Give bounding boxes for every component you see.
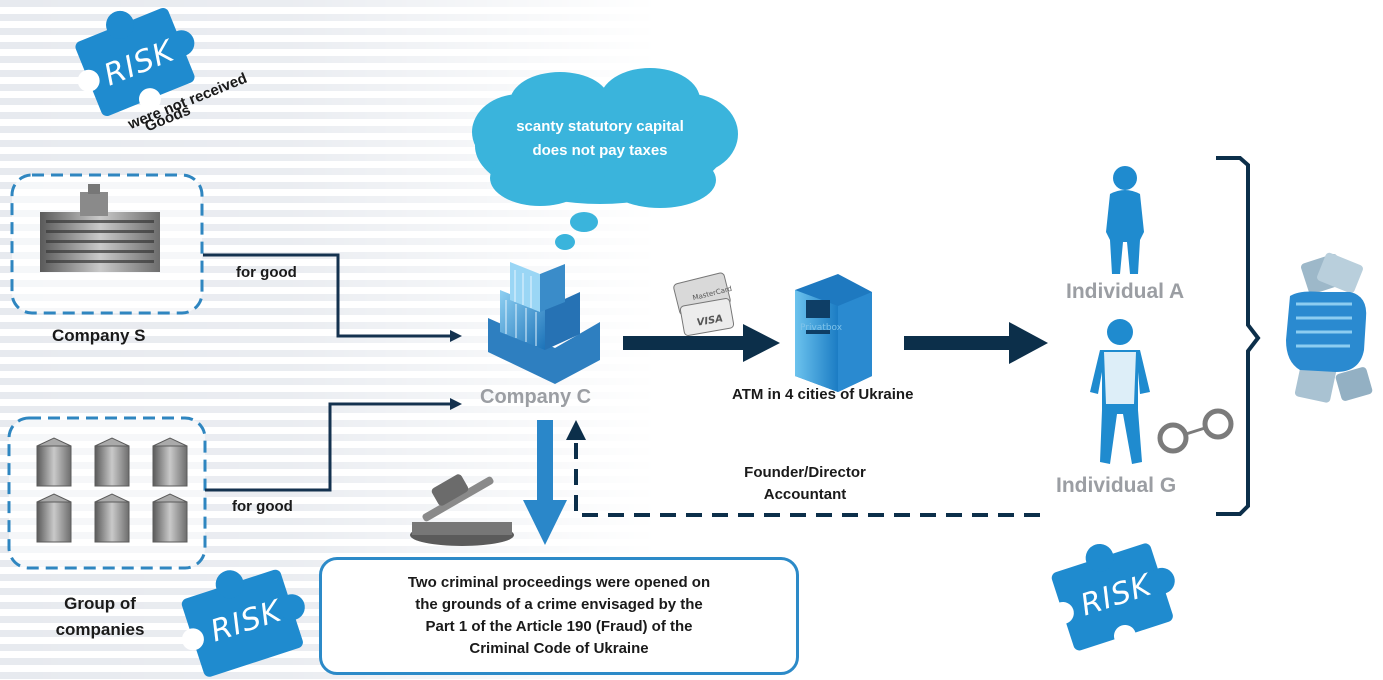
arrow-c-to-crime [523,420,567,545]
dashed-return-arrowhead [566,420,586,440]
thought-cloud [472,68,738,250]
company-s-label: Company S [52,326,146,345]
cloud-line2: does not pay taxes [532,142,668,159]
for-good-label-bottom: for good [232,498,293,515]
individual-g-label: Individual G [1056,474,1177,497]
risk-puzzle-top-icon [75,7,195,117]
company-s-building-icon [40,184,160,272]
arrow-atm-to-individuals [904,322,1048,364]
group-label: Group of companies [40,591,160,643]
atm-brand-label: Privatbox [800,323,843,333]
group-label-line1: Group of [64,594,136,613]
group-buildings-icon [36,437,188,543]
line-group-to-c [205,402,455,492]
line-company-s-to-c [203,253,455,338]
risk-puzzle-bottom-left-icon [181,569,305,677]
atm-icon: Privatbox [795,274,872,392]
crime-line4: Criminal Code of Ukraine [469,640,649,657]
group-label-line2: companies [55,620,145,639]
company-c-label: Company C [480,386,592,408]
cloud-text: scanty statutory capital does not pay ta… [500,115,700,163]
for-good-label-top: for good [236,264,297,281]
handcuffs-icon [1157,408,1234,454]
gavel-icon [410,474,514,546]
individuals-bracket [1216,156,1261,516]
bank-cards-icon: MasterCard VISA [673,272,735,336]
card-visa-label: VISA [696,313,724,328]
arrow-c-to-atm [623,324,780,362]
risk-puzzle-bottom-right-icon [1051,543,1175,651]
arrowhead-s [450,330,462,342]
individual-g-icon [1090,319,1150,464]
fist-money-icon [1286,252,1373,403]
individual-a-icon [1106,166,1144,274]
roles-line2: Accountant [763,486,847,503]
crime-line1: Two criminal proceedings were opened on [407,574,711,591]
cloud-line1: scanty statutory capital [516,118,684,135]
crime-line2: the grounds of a crime envisaged by the [415,596,703,613]
individual-a-label: Individual A [1066,280,1185,303]
criminal-proceedings-box: Two criminal proceedings were opened on … [319,557,799,675]
atm-label: ATM in 4 cities of Ukraine [732,386,914,403]
company-c-building-icon [488,262,600,384]
arrowhead-group [450,398,462,410]
crime-line3: Part 1 of the Article 190 (Fraud) of the [425,618,693,635]
roles-line1: Founder/Director [744,464,866,481]
roles-label: Founder/Director Accountant [720,462,890,506]
